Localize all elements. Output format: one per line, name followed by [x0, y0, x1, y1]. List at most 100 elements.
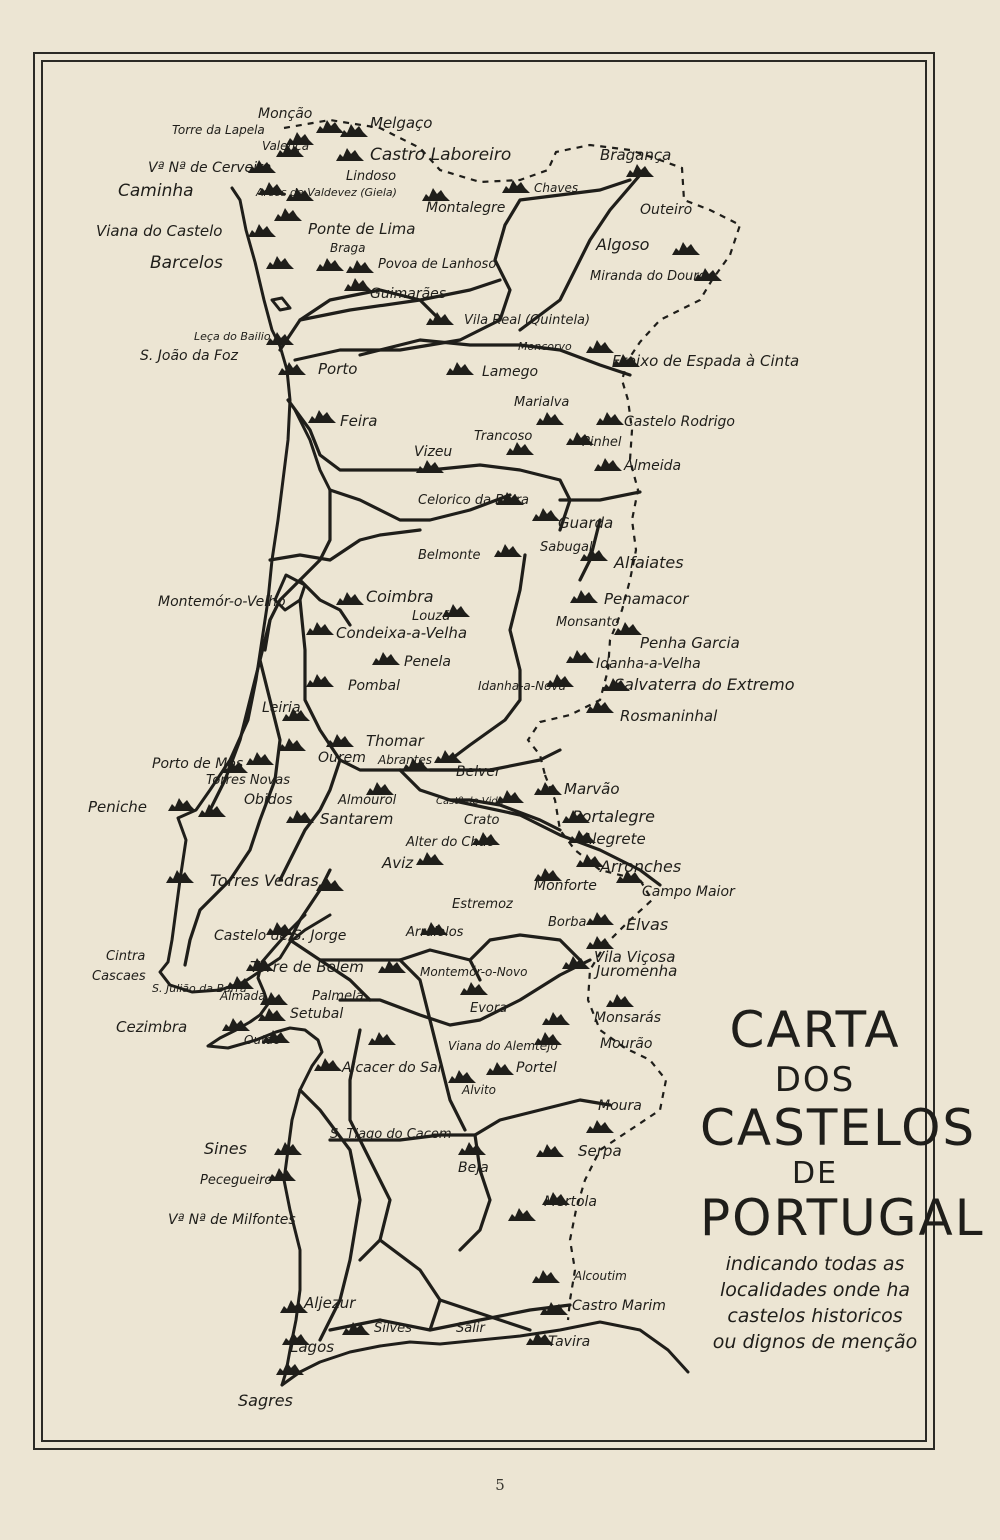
place-label: Viana do Castelo: [96, 222, 223, 240]
place-label: Belver: [456, 764, 502, 780]
place-label: Almourol: [337, 793, 397, 808]
title-line-4: DE: [791, 1156, 839, 1191]
place-label: Montemór-o-Novo: [420, 965, 527, 979]
place-label: Guimarães: [370, 286, 446, 302]
castle-icon: [586, 912, 614, 925]
place-label: Vª Nª de Milfontes: [168, 1212, 296, 1228]
place-label: Moncorvo: [518, 340, 572, 353]
place-label: Barcelos: [150, 253, 223, 273]
castle-icon: [508, 1208, 536, 1221]
castle-icon: [586, 1120, 614, 1133]
place-label: Elvas: [626, 915, 668, 934]
title-line-3: CASTELOS: [700, 1099, 977, 1157]
place-label: Thomar: [366, 732, 425, 750]
map-title-block: CARTA DOS CASTELOS DE PORTUGAL indicando…: [700, 1005, 983, 1355]
place-label: Salir: [456, 1321, 486, 1336]
place-label: Alter do Chão: [405, 835, 495, 850]
castle-icon: [258, 1008, 286, 1021]
castle-icon: [448, 1070, 476, 1083]
place-label: Idanha-a-Nova: [478, 679, 566, 693]
castle-icon: [346, 260, 374, 273]
castle-icon: [316, 120, 344, 133]
castle-icon: [276, 144, 304, 157]
castle-icon: [258, 182, 286, 195]
castle-icon: [542, 1012, 570, 1025]
castle-icon: [308, 410, 336, 423]
castle-icon: [626, 164, 654, 177]
castle-icon: [458, 1142, 486, 1155]
castle-symbols: [166, 120, 722, 1375]
castle-icon: [502, 180, 530, 193]
place-label: Rosmaninhal: [620, 707, 718, 725]
castle-icon: [534, 868, 562, 881]
castle-icon: [276, 1362, 304, 1375]
castle-icon: [460, 982, 488, 995]
place-label: Melgaço: [370, 114, 432, 132]
castle-icon: [486, 1062, 514, 1075]
place-label: Arronches: [599, 857, 681, 876]
castle-icon: [220, 760, 248, 773]
place-label: Vila Real (Quintela): [464, 313, 590, 328]
castle-icon: [266, 922, 294, 935]
castle-icon: [268, 1168, 296, 1181]
place-label: Beja: [458, 1160, 489, 1176]
place-label: Portel: [516, 1060, 557, 1076]
place-label: S. Julião da Barra: [152, 982, 247, 995]
castle-icon: [316, 878, 344, 891]
castle-icon: [168, 798, 196, 811]
place-label: Silves: [374, 1321, 412, 1336]
castle-icon: [198, 804, 226, 817]
title-line-2: DOS: [774, 1060, 856, 1100]
place-label: Ponte de Lima: [308, 220, 415, 238]
castle-icon: [280, 1300, 308, 1313]
castle-icon: [568, 830, 596, 843]
place-label: Lagos: [290, 1338, 334, 1356]
castle-icon: [306, 674, 334, 687]
castle-icon: [594, 458, 622, 471]
castle-icon: [326, 734, 354, 747]
castle-icon: [222, 1018, 250, 1031]
place-label: Miranda do Douro: [590, 269, 707, 284]
castle-icon: [526, 1332, 554, 1345]
castle-icon: [342, 1322, 370, 1335]
castle-icon: [536, 1144, 564, 1157]
castle-icon: [494, 544, 522, 557]
place-label: Palmela: [312, 989, 364, 1004]
place-label: Torre de Belem: [250, 958, 364, 976]
castle-icon: [614, 622, 642, 635]
castle-icon: [496, 790, 524, 803]
place-label: Serpa: [578, 1142, 622, 1160]
castle-icon: [402, 758, 430, 771]
castle-icon: [286, 188, 314, 201]
place-label: Bragança: [600, 146, 671, 164]
castle-icon: [282, 708, 310, 721]
place-label: Leiria: [262, 700, 301, 716]
place-label: Leça do Bailio: [194, 330, 271, 343]
castle-icon: [246, 752, 274, 765]
place-label: Castº de Vide: [436, 796, 504, 807]
place-label: Viana do Alemtejo: [448, 1039, 558, 1053]
place-label: Braga: [330, 241, 366, 255]
castle-icon: [496, 492, 524, 505]
place-label: Mertola: [544, 1194, 597, 1210]
castle-icon: [446, 362, 474, 375]
place-label: Condeixa-a-Velha: [336, 624, 467, 642]
place-label: Alegrete: [581, 830, 646, 848]
castle-icon: [420, 922, 448, 935]
place-label: Almada: [219, 989, 266, 1003]
castle-icon: [336, 148, 364, 161]
castle-icon: [274, 208, 302, 221]
castle-icon: [336, 592, 364, 605]
castle-icon: [586, 340, 614, 353]
place-label: Povoa de Lanhoso: [378, 257, 496, 272]
place-label: Feira: [340, 412, 377, 430]
place-label: Peniche: [88, 798, 147, 816]
castle-icon: [340, 124, 368, 137]
place-label: Monção: [258, 106, 312, 122]
place-label: Porto: [318, 360, 357, 378]
castle-icon: [372, 652, 400, 665]
castle-icon: [566, 650, 594, 663]
castle-icon: [672, 242, 700, 255]
